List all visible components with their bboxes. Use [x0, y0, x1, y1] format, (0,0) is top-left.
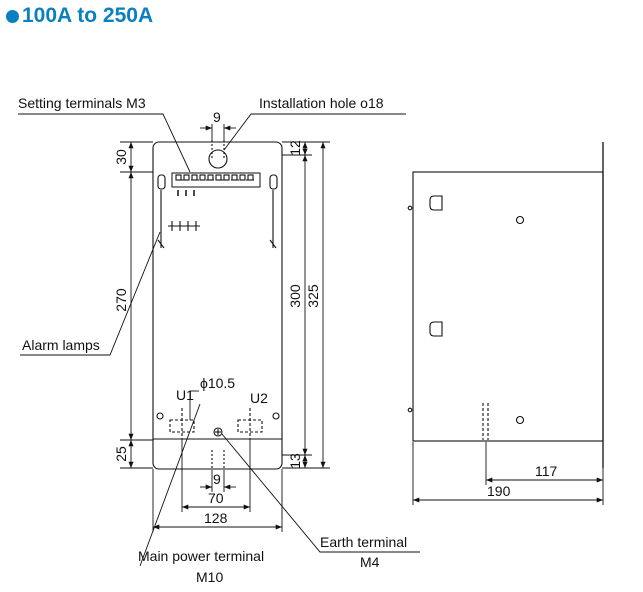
dim-top-offset: 30: [113, 149, 129, 165]
section-heading: 100A to 250A: [6, 2, 153, 30]
mounting-slot-left: [157, 174, 166, 249]
dim-body-width: 128: [204, 510, 228, 526]
main-power-size-label: M10: [196, 569, 223, 585]
bullet-icon: [6, 9, 19, 23]
dim-bottom-hole: 9: [213, 471, 221, 487]
setting-terminals-label: Setting terminals M3: [18, 95, 146, 111]
alarm-lamps: [168, 221, 200, 231]
side-dimension-lines: [412, 442, 604, 505]
dim-mid-height: 270: [113, 288, 129, 312]
front-view: [152, 140, 283, 470]
side-screw-top: [515, 215, 525, 225]
side-screw-bottom: [515, 415, 525, 425]
phi-label: ϕ10.5: [200, 375, 235, 391]
section-title: 100A to 250A: [22, 4, 154, 27]
setting-terminal-block: [171, 172, 261, 196]
dim-hole-width: 9: [213, 109, 221, 125]
dim-bottom-offset: 25: [113, 446, 129, 462]
dimension-lines: [120, 124, 330, 532]
u1-label: U1: [176, 387, 194, 403]
earth-terminal-label: Earth terminal: [320, 534, 407, 550]
dim-total-height: 325: [305, 284, 321, 308]
corner-screw-left: [156, 412, 164, 420]
mounting-slot-right: [269, 174, 278, 249]
corner-screw-right: [272, 412, 280, 420]
main-power-terminal-label: Main power terminal: [138, 548, 264, 564]
side-view: [407, 142, 604, 468]
leader-lines: [18, 113, 420, 567]
dim-side-depth-inner: 117: [535, 463, 558, 479]
dim-terminal-spacing: 70: [208, 490, 224, 506]
dim-inner-height: 300: [287, 284, 303, 308]
front-view-outline: [152, 141, 283, 470]
side-slot-bottom: [429, 321, 443, 337]
side-view-outline: [412, 171, 604, 442]
earth-terminal-screw: [213, 427, 223, 437]
main-power-terminal-u1: [169, 408, 195, 438]
u2-label: U2: [250, 390, 268, 406]
main-power-terminal-u2: [237, 408, 263, 438]
alarm-lamps-label: Alarm lamps: [22, 337, 100, 353]
dim-top-small: 12: [287, 140, 303, 156]
dim-side-depth: 190: [487, 483, 511, 499]
side-slot-top: [429, 195, 443, 211]
dim-bottom-small: 13: [287, 453, 303, 469]
installation-hole-label: Installation hole o18: [259, 95, 384, 111]
earth-size-label: M4: [360, 554, 380, 570]
installation-hole-top: [208, 149, 228, 169]
